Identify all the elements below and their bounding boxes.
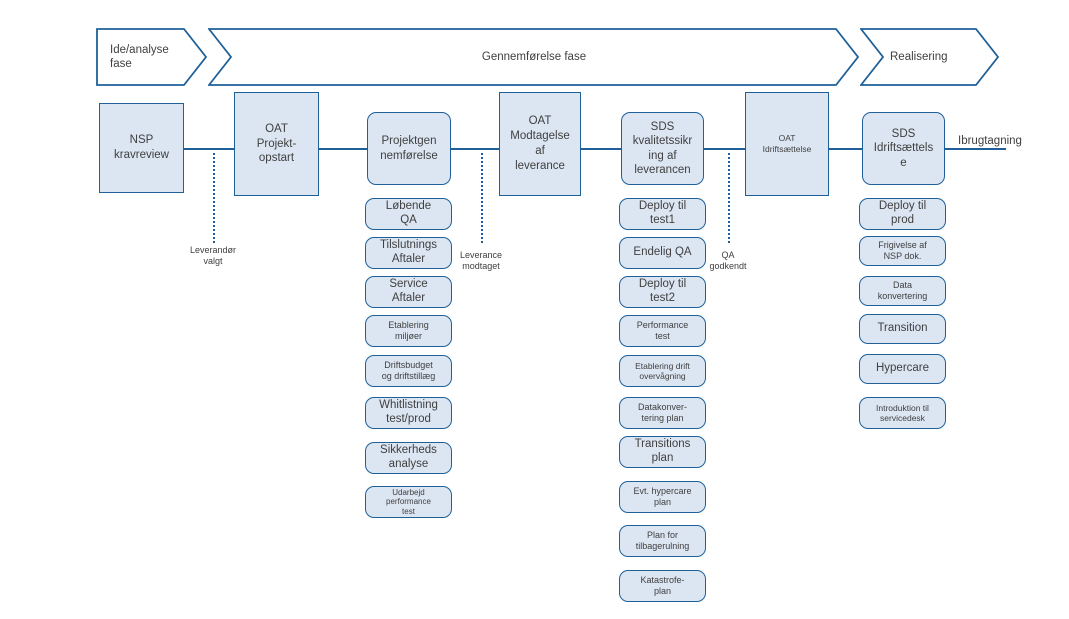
process-step-sds-idriftsaettelse[interactable]: SDS Idriftsættels e (862, 112, 945, 185)
task-pill[interactable]: Etablering drift overvågning (619, 355, 706, 387)
task-pill[interactable]: Transition (859, 314, 946, 344)
connector-sdsidrift-to-ibrugtagning (944, 148, 1006, 150)
milestone-label-leverandoer-valgt: Leverandør valgt (189, 245, 237, 267)
phase-banner-realisering: Realisering (860, 28, 1000, 86)
chevron-shape-icon (96, 28, 208, 86)
task-pill[interactable]: Transitions plan (619, 436, 706, 468)
process-step-sds-kvalitetssikring[interactable]: SDS kvalitetssikr ing af leverancen (621, 112, 704, 185)
process-step-oat-idriftsaettelse[interactable]: OAT Idriftsættelse (745, 92, 829, 196)
task-pill[interactable]: Deploy til prod (859, 198, 946, 230)
task-pill[interactable]: Frigivelse af NSP dok. (859, 236, 946, 266)
task-pill[interactable]: Introduktion til servicedesk (859, 397, 946, 429)
connector-nsp-to-oatopstart (183, 148, 235, 150)
phase-banner-ide-analyse: Ide/analyse fase (96, 28, 208, 86)
process-step-oat-projektopstart[interactable]: OAT Projekt- opstart (234, 92, 319, 196)
process-step-projektgennemfoerelse[interactable]: Projektgen nemførelse (367, 112, 451, 185)
task-pill[interactable]: Evt. hypercare plan (619, 481, 706, 513)
task-pill[interactable]: Whitlistning test/prod (365, 397, 452, 429)
phase-label: Gennemførelse fase (481, 50, 587, 63)
task-pill[interactable]: Løbende QA (365, 198, 452, 230)
task-pill[interactable]: Performance test (619, 315, 706, 347)
task-pill[interactable]: Sikkerheds analyse (365, 442, 452, 474)
milestone-dotted-line-qa (728, 148, 730, 243)
task-pill[interactable]: Tilslutnings Aftaler (365, 237, 452, 269)
task-pill[interactable]: Deploy til test2 (619, 276, 706, 308)
process-step-nsp-kravreview[interactable]: NSP kravreview (99, 103, 184, 193)
task-pill[interactable]: Etablering miljøer (365, 315, 452, 347)
task-pill[interactable]: Katastrofe- plan (619, 570, 706, 602)
task-pill[interactable]: Driftsbudget og driftstillæg (365, 355, 452, 387)
phase-label: Ide/analyse fase (110, 43, 169, 70)
connector-oatopstart-to-projekt (318, 148, 368, 150)
task-pill[interactable]: Hypercare (859, 354, 946, 384)
chevron-shape-icon (860, 28, 1000, 86)
task-pill[interactable]: Endelig QA (619, 237, 706, 269)
task-pill[interactable]: Data konvertering (859, 276, 946, 306)
milestone-label-qa-godkendt: QA godkendt (709, 250, 747, 272)
chevron-shape-icon (208, 28, 860, 86)
connector-oatidrift-to-sdsidrift (828, 148, 863, 150)
milestone-dotted-line-leverance (481, 148, 483, 243)
task-pill[interactable]: Deploy til test1 (619, 198, 706, 230)
phase-banner-gennemfoerelse: Gennemførelse fase (208, 28, 860, 86)
process-step-oat-modtagelse-af-leverance[interactable]: OAT Modtagelse af leverance (499, 92, 581, 196)
task-pill[interactable]: Service Aftaler (365, 276, 452, 308)
task-pill[interactable]: Plan for tilbagerulning (619, 525, 706, 557)
task-pill[interactable]: Udarbejd performance test (365, 486, 452, 518)
milestone-label-leverance-modtaget: Leverance modtaget (459, 250, 503, 272)
connector-sdskval-to-oatidrift (703, 148, 746, 150)
task-pill[interactable]: Datakonver- tering plan (619, 397, 706, 429)
phase-label: Realisering (890, 50, 948, 63)
connector-projekt-to-oatmodt (450, 148, 500, 150)
end-label-ibrugtagning: Ibrugtagning (958, 135, 1022, 147)
connector-oatmodt-to-sdskval (580, 148, 622, 150)
milestone-dotted-line-leverandoer (213, 148, 215, 243)
